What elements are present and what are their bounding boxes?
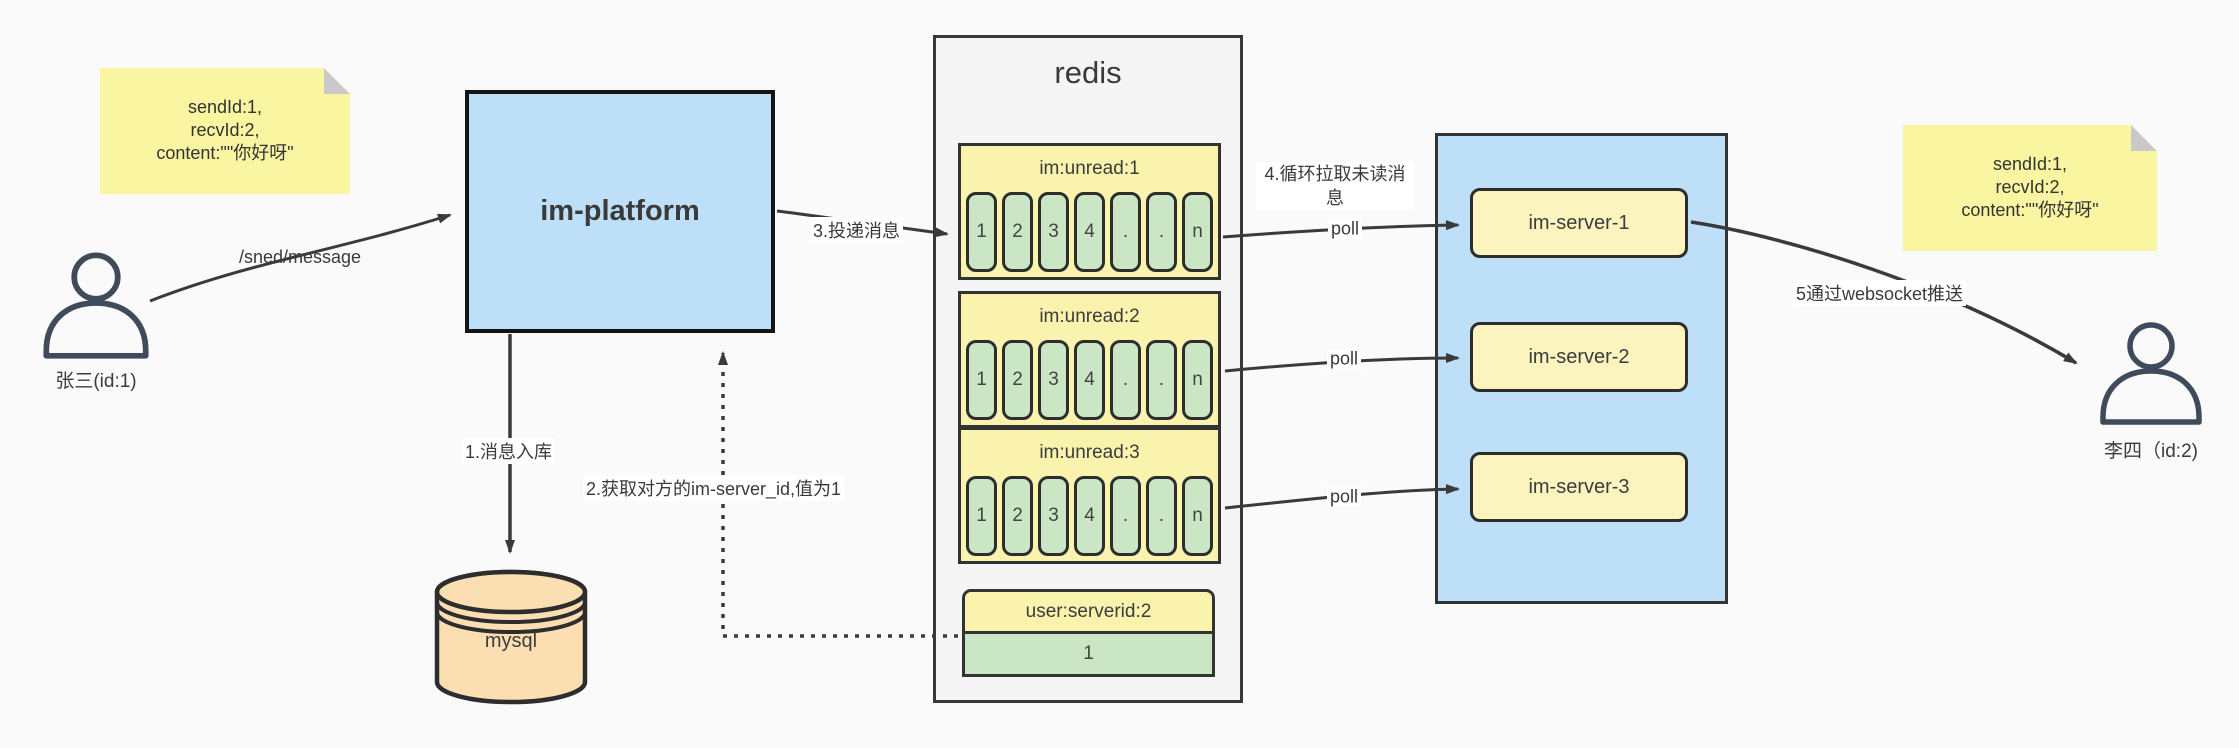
im-server-3-node: im-server-3: [1470, 452, 1688, 522]
poll-label-2: poll: [1326, 348, 1362, 370]
queue-cell: n: [1182, 476, 1213, 556]
queue-cells: 1 2 3 4 . . n: [961, 340, 1218, 425]
im-server-label: im-server-3: [1528, 475, 1630, 498]
queue-cell: .: [1146, 476, 1177, 556]
im-server-1-node: im-server-1: [1470, 188, 1688, 258]
queue-cells: 1 2 3 4 . . n: [961, 192, 1218, 277]
im-server-label: im-server-2: [1528, 345, 1630, 368]
queue-name: im:unread:3: [1039, 442, 1140, 463]
queue-im-unread-3: im:unread:3 1 2 3 4 . . n: [958, 427, 1221, 564]
queue-im-unread-1: im:unread:1 1 2 3 4 . . n: [958, 143, 1221, 280]
note-text: sendId:1, recvId:2, content:""你好呀": [1903, 153, 2157, 222]
mysql-cylinder-icon: [434, 569, 588, 705]
poll-label-1: poll: [1327, 218, 1363, 240]
user-serverid-mapping: user:serverid:2 1: [962, 589, 1215, 677]
queue-cell: 3: [1038, 192, 1069, 272]
im-server-label: im-server-1: [1528, 211, 1630, 234]
mysql-label: mysql: [484, 630, 538, 652]
queue-cell: .: [1110, 476, 1141, 556]
note-fold-corner: [324, 68, 350, 94]
note-text: sendId:1, recvId:2, content:""你好呀": [100, 96, 350, 165]
user-icon: [2100, 322, 2202, 425]
note-line: sendId:1,: [1992, 154, 2068, 174]
queue-cell: n: [1182, 340, 1213, 420]
receiver-label: 李四（id:2): [2104, 441, 2198, 462]
queue-cell: .: [1110, 192, 1141, 272]
step2-label: 2.获取对方的im-server_id,值为1: [583, 475, 845, 501]
queue-cell: 2: [1002, 192, 1033, 272]
queue-cell: 2: [1002, 476, 1033, 556]
queue-cell: 4: [1074, 476, 1105, 556]
queue-cell: n: [1182, 192, 1213, 272]
note-line: recvId:2,: [190, 120, 260, 140]
queue-cell: 1: [966, 192, 997, 272]
step4-label: 4.循环拉取未读消息: [1256, 162, 1414, 210]
step5-label: 5通过websocket推送: [1793, 280, 1967, 306]
user-icon: [43, 252, 149, 359]
step3-label: 3.投递消息: [810, 217, 904, 243]
sender-label: 张三(id:1): [55, 371, 137, 392]
im-platform-node: im-platform: [465, 90, 775, 333]
queue-cell: 2: [1002, 340, 1033, 420]
queue-cells: 1 2 3 4 . . n: [961, 476, 1218, 561]
queue-cell: 4: [1074, 192, 1105, 272]
im-server-2-node: im-server-2: [1470, 322, 1688, 392]
redis-title: redis: [1054, 55, 1122, 90]
queue-im-unread-2: im:unread:2 1 2 3 4 . . n: [958, 291, 1221, 428]
message-note-right: sendId:1, recvId:2, content:""你好呀": [1903, 125, 2157, 251]
queue-name: im:unread:2: [1039, 306, 1140, 327]
message-note-left: sendId:1, recvId:2, content:""你好呀": [100, 68, 350, 194]
poll-label-3: poll: [1326, 486, 1362, 508]
queue-cell: 3: [1038, 476, 1069, 556]
send-api-label: /sned/message: [239, 247, 362, 267]
queue-cell: .: [1146, 192, 1177, 272]
note-line: content:""你好呀": [156, 143, 294, 163]
queue-name: im:unread:1: [1039, 158, 1140, 179]
queue-cell: .: [1110, 340, 1141, 420]
im-platform-label: im-platform: [540, 195, 700, 227]
queue-cell: 3: [1038, 340, 1069, 420]
step1-label: 1.消息入库: [462, 438, 556, 464]
note-fold-corner: [2131, 125, 2157, 151]
queue-cell: 1: [966, 340, 997, 420]
queue-cell: 1: [966, 476, 997, 556]
mapping-value: 1: [962, 631, 1215, 677]
note-line: recvId:2,: [1995, 177, 2065, 197]
note-line: content:""你好呀": [1961, 200, 2099, 220]
note-line: sendId:1,: [187, 97, 263, 117]
mapping-key: user:serverid:2: [962, 589, 1215, 634]
queue-cell: 4: [1074, 340, 1105, 420]
queue-cell: .: [1146, 340, 1177, 420]
